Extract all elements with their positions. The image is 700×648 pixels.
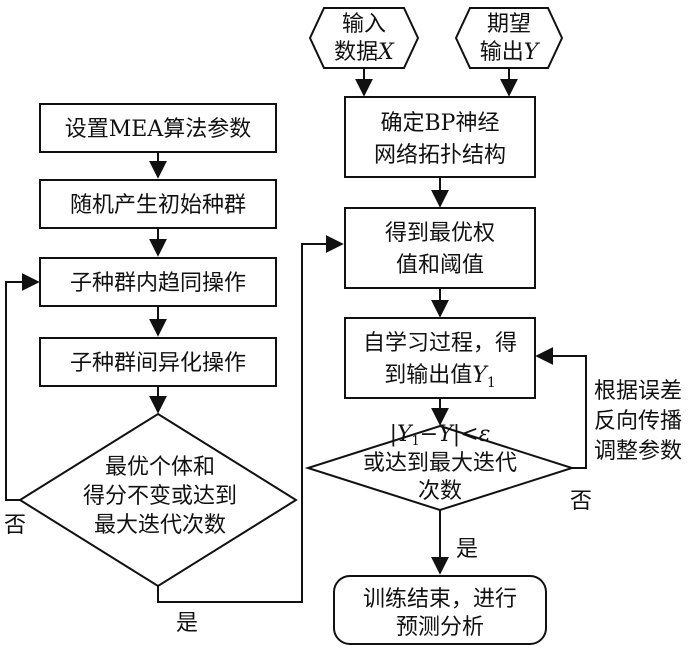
- left-step-dissimilation: 子种群间异化操作: [39, 337, 277, 387]
- left-step-convergence-label: 子种群内趋同操作: [70, 271, 246, 296]
- right-step-self-learning-line2: 到输出值Y1: [384, 363, 495, 391]
- input-data-x-line1: 输入: [342, 12, 386, 37]
- left-decision-line1: 最优个体和: [105, 455, 215, 480]
- expected-output-y-line2: 输出Y: [480, 40, 541, 65]
- right-no-label: 否: [570, 489, 592, 514]
- left-decision-line3: 最大迭代次数: [94, 513, 226, 538]
- input-data-x-line2: 数据X: [334, 40, 395, 65]
- end-training-line1: 训练结束，进行: [363, 587, 517, 612]
- left-no-label: 否: [4, 513, 26, 538]
- left-step-init-population: 随机产生初始种群: [39, 179, 277, 229]
- left-yes-label: 是: [176, 611, 198, 636]
- right-decision-diamond: |Y1−Y|<ε 或达到最大迭代 次数: [304, 422, 576, 512]
- left-step-set-params: 设置MEA算法参数: [39, 103, 277, 153]
- end-training-line2: 预测分析: [396, 615, 484, 640]
- right-step-optimal-weights: 得到最优权 值和阈值: [344, 207, 536, 289]
- expected-output-y-line1: 期望: [487, 12, 531, 37]
- feedback-label-line2: 反向传播: [594, 409, 682, 434]
- right-step-optimal-weights-line2: 值和阈值: [396, 253, 484, 278]
- left-step-init-population-label: 随机产生初始种群: [70, 193, 246, 218]
- arrow-right-no-feedback: [535, 347, 587, 469]
- feedback-label-line3: 调整参数: [594, 439, 682, 464]
- expected-output-y-hexagon: 期望 输出Y: [454, 7, 564, 69]
- left-step-set-params-label: 设置MEA算法参数: [65, 117, 251, 142]
- arrow-left-no-loop: [5, 273, 40, 501]
- left-decision-diamond: 最优个体和 得分不变或达到 最大迭代次数: [18, 412, 298, 588]
- left-step-convergence: 子种群内趋同操作: [39, 257, 277, 307]
- right-decision-line3: 次数: [418, 479, 462, 504]
- right-step-self-learning-line1: 自学习过程，得: [363, 331, 517, 356]
- feedback-label-line1: 根据误差: [594, 379, 682, 404]
- right-step-optimal-weights-line1: 得到最优权: [385, 221, 495, 246]
- left-step-dissimilation-label: 子种群间异化操作: [70, 351, 246, 376]
- left-decision-line2: 得分不变或达到: [83, 484, 237, 509]
- right-yes-label: 是: [456, 537, 478, 562]
- right-step-bp-structure-line1: 确定BP神经: [381, 111, 500, 136]
- right-decision-line1: |Y1−Y|<ε: [390, 422, 491, 449]
- right-step-self-learning: 自学习过程，得 到输出值Y1: [344, 317, 536, 399]
- right-step-bp-structure: 确定BP神经 网络拓扑结构: [344, 96, 536, 178]
- right-step-bp-structure-line2: 网络拓扑结构: [374, 143, 506, 168]
- right-decision-line2: 或达到最大迭代: [363, 451, 517, 476]
- end-training-terminal: 训练结束，进行 预测分析: [333, 575, 547, 645]
- arrow-left-yes: [157, 235, 344, 603]
- input-data-x-hexagon: 输入 数据X: [308, 7, 420, 69]
